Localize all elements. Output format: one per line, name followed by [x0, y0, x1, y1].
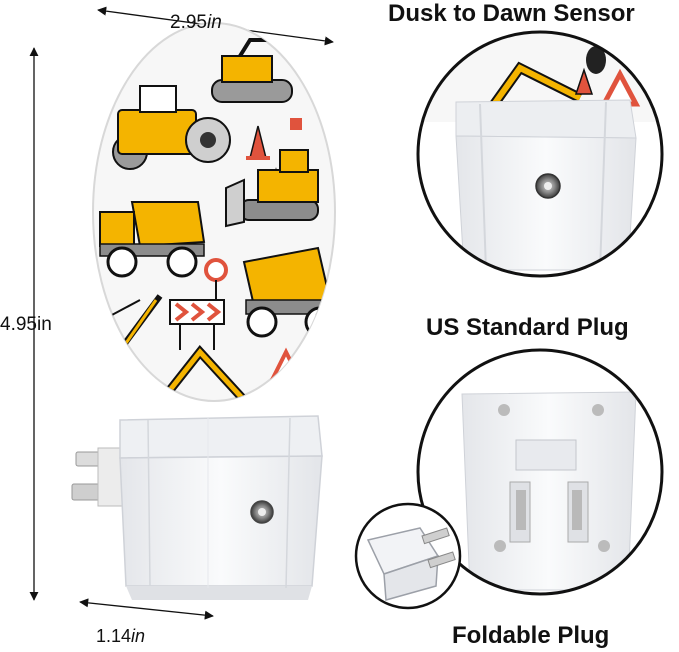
plug-back-detail-circle	[416, 348, 664, 596]
excavator-icon	[485, 61, 583, 113]
foldable-plug-circle	[354, 502, 462, 610]
plug-feature-title: US Standard Plug	[426, 314, 629, 341]
width-value: 2.95	[170, 12, 207, 33]
traffic-cone-icon	[574, 67, 594, 95]
light-sensor-icon	[535, 173, 561, 199]
excavator-icon	[211, 38, 293, 103]
depth-value: 1.14	[96, 626, 132, 646]
dump-truck-icon	[99, 201, 206, 278]
lamp-shade-disc	[92, 22, 336, 402]
foldable-feature-title: Foldable Plug	[452, 622, 610, 649]
road-roller-icon	[112, 85, 231, 170]
width-unit: in	[206, 12, 222, 33]
sensor-detail-circle	[416, 30, 664, 278]
excavator-icon	[166, 345, 248, 401]
traffic-cone-icon	[246, 125, 270, 160]
sensor-feature-title: Dusk to Dawn Sensor	[388, 0, 635, 27]
bulldozer-icon	[225, 149, 319, 228]
crane-icon	[109, 294, 163, 352]
width-dimension-label: 2.95in	[170, 12, 222, 34]
height-dimension-label: 4.95in	[0, 314, 52, 336]
road-sign-icon	[204, 258, 228, 300]
depth-dimension-label: 1.14in	[96, 626, 145, 647]
height-value: 4.95	[0, 314, 37, 335]
road-barrier-icon	[169, 299, 225, 350]
light-sensor-icon	[250, 500, 274, 524]
plug-prongs	[71, 447, 125, 507]
depth-unit: in	[131, 626, 146, 646]
night-light-housing	[119, 415, 323, 600]
tire-icon	[586, 46, 606, 74]
height-unit: in	[36, 314, 52, 335]
depth-dimension-arrow	[79, 598, 214, 620]
cone-marker	[290, 118, 302, 130]
